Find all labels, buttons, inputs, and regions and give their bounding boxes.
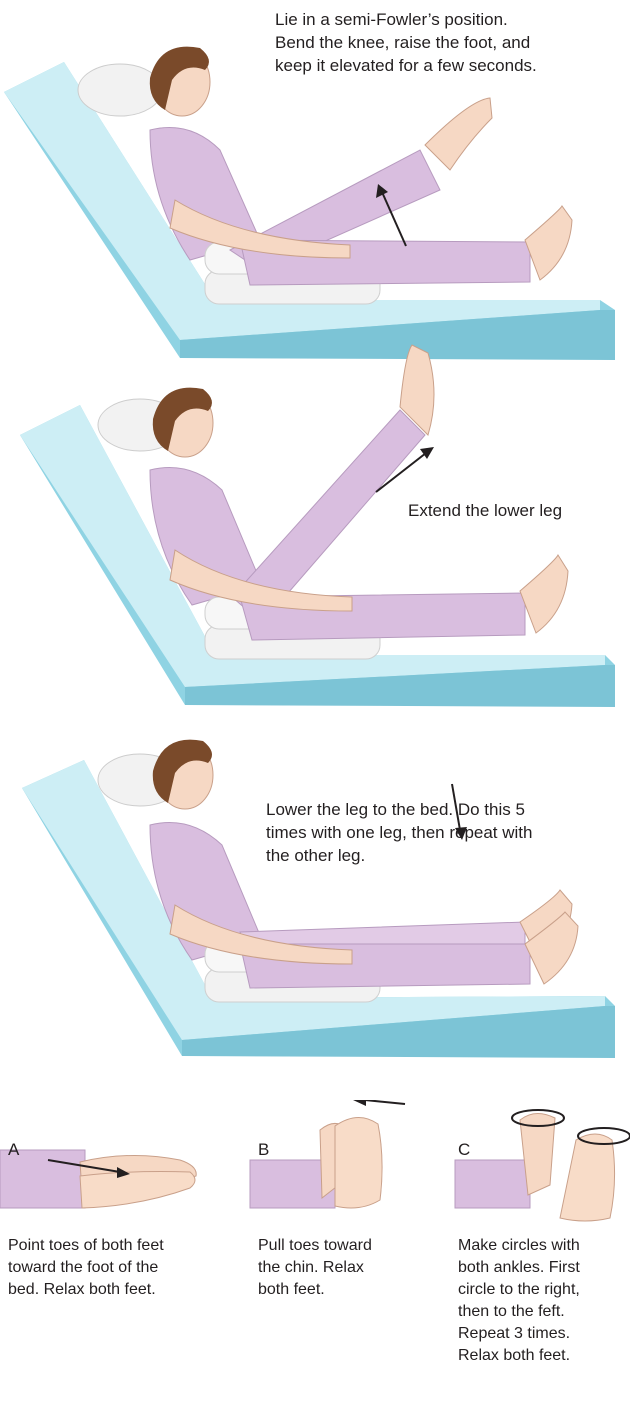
- panel-b-illustration: [250, 1100, 405, 1208]
- step-2-caption: Extend the lower leg: [408, 499, 562, 522]
- scene-1-bend-knee: Lie in a semi-Fowler’s position. Bend th…: [0, 0, 630, 370]
- raised-foot: [425, 98, 492, 170]
- flat-foot: [525, 206, 572, 280]
- panel-c-letter: C: [458, 1140, 470, 1160]
- panel-c-caption: Make circles with both ankles. First cir…: [458, 1235, 580, 1367]
- pillow: [78, 64, 162, 116]
- panel-b-caption: Pull toes toward the chin. Relax both fe…: [258, 1235, 372, 1301]
- step-1-caption: Lie in a semi-Fowler’s position. Bend th…: [275, 8, 537, 77]
- scene-3-illustration: [0, 700, 630, 1070]
- step-3-caption: Lower the leg to the bed. Do this 5 time…: [266, 798, 532, 867]
- panel-c-illustration: [455, 1110, 630, 1221]
- ankle-exercises: A B C Point toes of both feet toward the…: [0, 1100, 630, 1402]
- ankle-illustrations: [0, 1100, 630, 1230]
- panel-a-letter: A: [8, 1140, 19, 1160]
- panel-a-illustration: [0, 1150, 196, 1208]
- flat-foot: [520, 555, 568, 633]
- scene-3-lower-leg: Lower the leg to the bed. Do this 5 time…: [0, 700, 630, 1070]
- scene-2-extend-leg: Extend the lower leg: [0, 335, 630, 715]
- scene-2-illustration: [0, 335, 630, 715]
- panel-a-caption: Point toes of both feet toward the foot …: [8, 1235, 164, 1301]
- panel-b-letter: B: [258, 1140, 269, 1160]
